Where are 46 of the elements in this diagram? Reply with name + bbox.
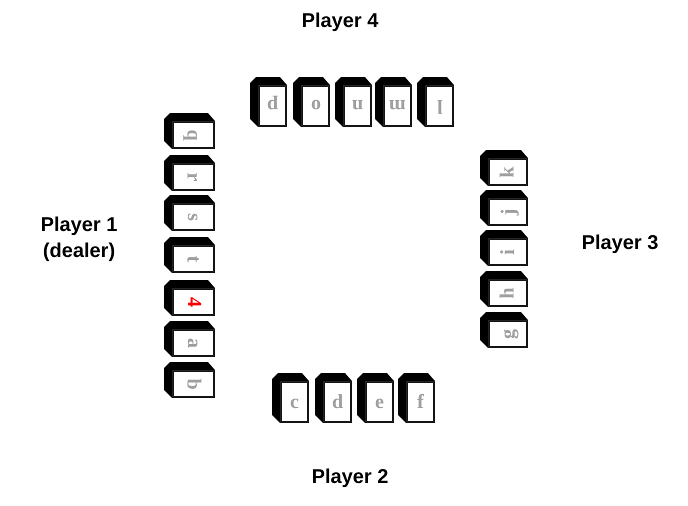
tile [164, 237, 215, 273]
tile-letter: l [436, 96, 442, 116]
player-label: Player 1 (dealer) [40, 213, 118, 264]
tile-letter: f [417, 392, 424, 412]
tile [164, 362, 215, 398]
tile [357, 373, 394, 423]
tile [164, 321, 215, 357]
tile [417, 77, 454, 127]
tile-letter: m [389, 96, 406, 116]
player-label: Player 2 [310, 465, 390, 490]
tile [480, 230, 528, 266]
tile [164, 195, 215, 231]
tile-letter: h [498, 287, 518, 299]
tile-letter: a [184, 338, 204, 348]
tile-letter: k [498, 166, 518, 178]
tile [164, 113, 215, 149]
tile-letter: j [498, 208, 518, 216]
tile-letter: d [332, 392, 344, 412]
tile [398, 373, 435, 423]
tile-letter: r [184, 172, 204, 182]
tile [315, 373, 352, 423]
tile-letter: n [352, 96, 364, 116]
tile-letter: q [184, 129, 204, 141]
tile [375, 77, 412, 127]
tile-letter: p [266, 96, 278, 116]
tile-letter: c [290, 392, 299, 412]
tile [480, 190, 528, 226]
tile [480, 150, 528, 186]
player-label: Player 3 [580, 231, 660, 256]
tile [272, 373, 309, 423]
tile [250, 77, 287, 127]
tile [335, 77, 372, 127]
tile [164, 280, 215, 316]
tile-letter: t [184, 256, 204, 262]
tile [164, 155, 215, 191]
tile-letter: o [310, 96, 320, 116]
tile-letter: s [184, 213, 204, 221]
tile-letter: i [498, 249, 518, 255]
tile [480, 271, 528, 307]
tile [293, 77, 330, 127]
tile-letter: 4 [184, 297, 204, 307]
tile-letter: g [498, 329, 518, 339]
tile-letter: e [375, 392, 384, 412]
tile [480, 312, 528, 348]
tile-letter: b [184, 378, 204, 390]
player-label: Player 4 [300, 9, 380, 34]
